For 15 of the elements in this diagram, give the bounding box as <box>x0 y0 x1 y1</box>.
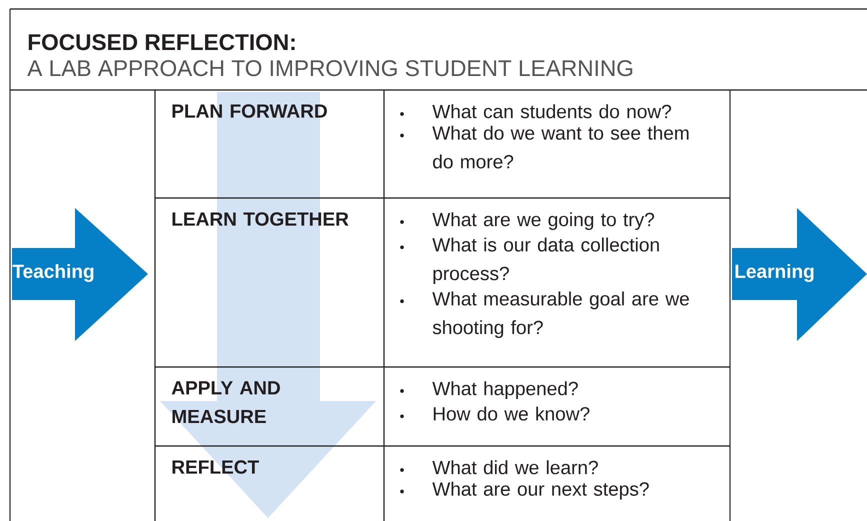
step-heading: REFLECT <box>172 460 259 474</box>
step-heading: PLAN FORWARD <box>172 104 327 118</box>
question: What are our next steps? <box>432 482 649 500</box>
subtitle: A LAB APPROACH TO IMPROVING STUDENT LEARNING <box>27 60 632 76</box>
step-heading: APPLY AND MEASURE <box>172 381 280 424</box>
question: What can students do now? <box>432 104 672 118</box>
question: What is our data collection process? <box>432 238 659 284</box>
question: What measurable goal are we shooting for? <box>432 292 689 338</box>
title: FOCUSED REFLECTION: <box>28 34 295 50</box>
question: What are we going to try? <box>432 212 654 230</box>
step-heading: LEARN TOGETHER <box>172 212 348 226</box>
question: What happened? <box>432 381 578 400</box>
question: What do we want to see them do more? <box>432 126 688 168</box>
question: What did we learn? <box>432 460 598 474</box>
question: How do we know? <box>434 406 590 421</box>
